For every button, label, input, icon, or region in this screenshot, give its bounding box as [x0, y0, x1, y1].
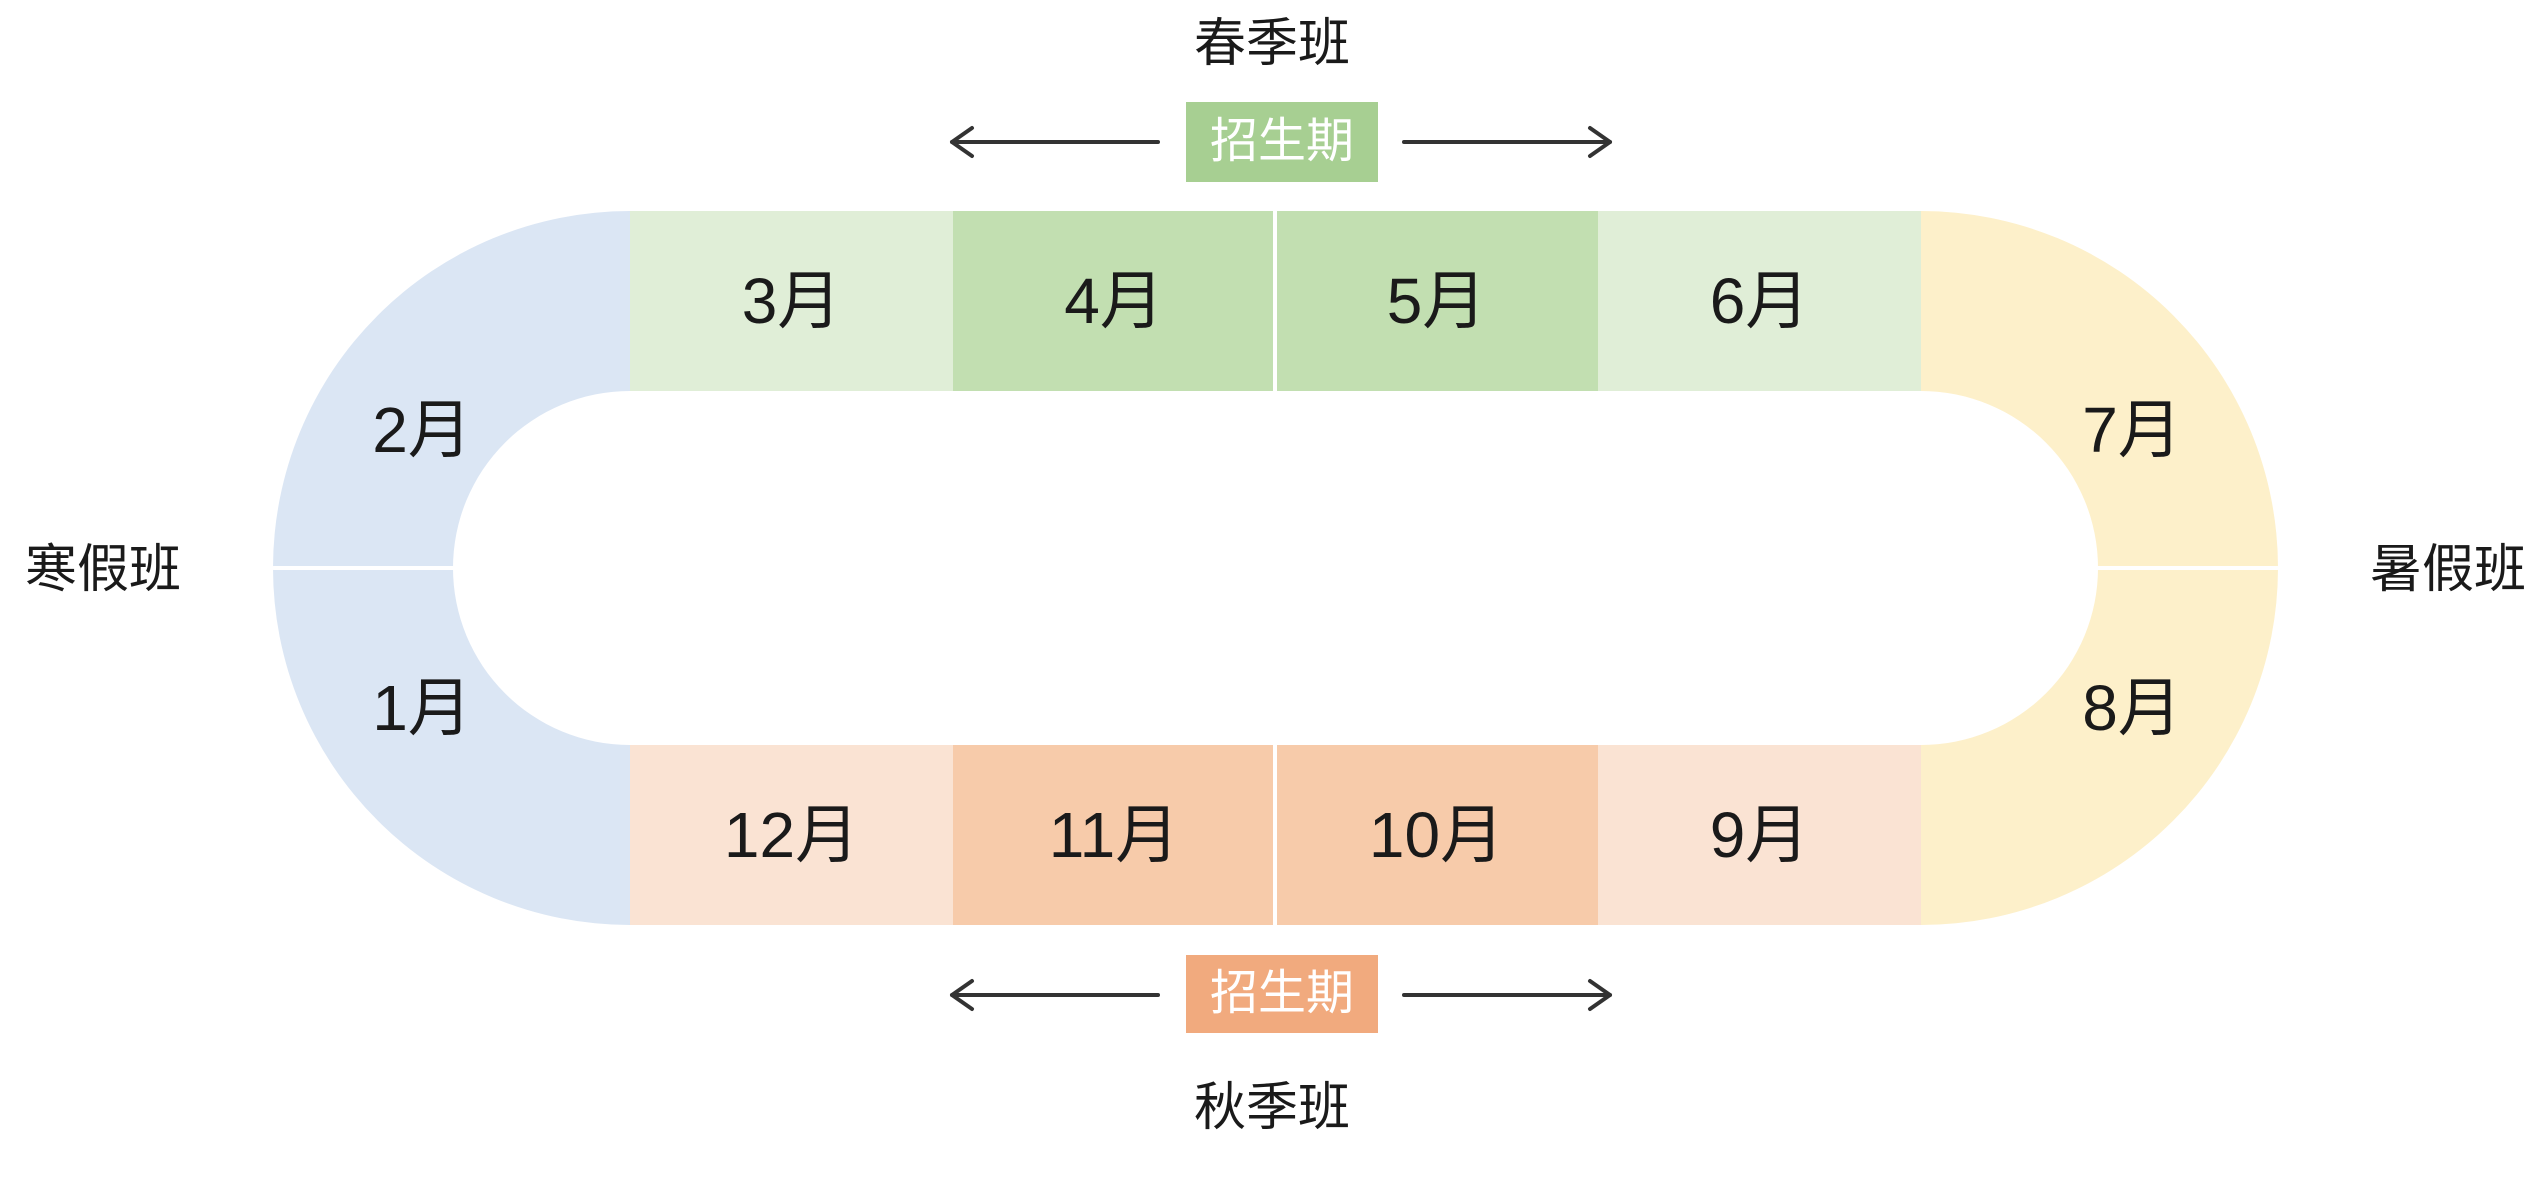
divider-jul-aug	[2096, 566, 2278, 570]
divider-apr-may	[1273, 211, 1277, 391]
month-label-jan: 1月	[372, 672, 472, 744]
month-cell-nov: 11月	[953, 745, 1275, 925]
month-cell-may: 5月	[1275, 211, 1598, 391]
month-label-jun: 6月	[1709, 265, 1810, 337]
month-cell-mar: 3月	[630, 211, 953, 391]
divider-feb-jan	[273, 566, 455, 570]
autumn-enrollment-badge: 招生期	[1186, 955, 1378, 1033]
month-cell-dec: 12月	[630, 745, 953, 925]
arrow-left-icon	[950, 979, 1160, 1011]
summer-class-label: 暑假班	[2369, 541, 2527, 599]
month-cell-apr: 4月	[953, 211, 1275, 391]
spring-season-title: 春季班	[1193, 15, 1351, 73]
divider-nov-oct	[1273, 745, 1277, 925]
month-cell-oct: 10月	[1275, 745, 1598, 925]
month-label-dec: 12月	[723, 799, 860, 871]
month-label-apr: 4月	[1064, 265, 1164, 337]
month-label-nov: 11月	[1048, 799, 1180, 871]
month-label-feb: 2月	[372, 394, 472, 466]
arrow-right-icon	[1402, 126, 1612, 158]
month-cell-sep: 9月	[1598, 745, 1921, 925]
arrow-right-icon	[1402, 979, 1612, 1011]
month-label-aug: 8月	[2082, 672, 2182, 744]
month-label-jul: 7月	[2082, 394, 2182, 466]
month-label-sep: 9月	[1709, 799, 1810, 871]
cycle-track: 3月 4月 5月 6月 12月 11月 10月 9月	[273, 211, 2278, 925]
autumn-season-title: 秋季班	[1193, 1079, 1351, 1137]
track-inner-hole	[453, 391, 2098, 745]
month-label-mar: 3月	[741, 265, 842, 337]
month-label-may: 5月	[1386, 265, 1487, 337]
month-label-oct: 10月	[1368, 799, 1505, 871]
winter-class-label: 寒假班	[24, 541, 182, 599]
month-cell-jun: 6月	[1598, 211, 1921, 391]
spring-enrollment-badge: 招生期	[1186, 102, 1378, 182]
arrow-left-icon	[950, 126, 1160, 158]
